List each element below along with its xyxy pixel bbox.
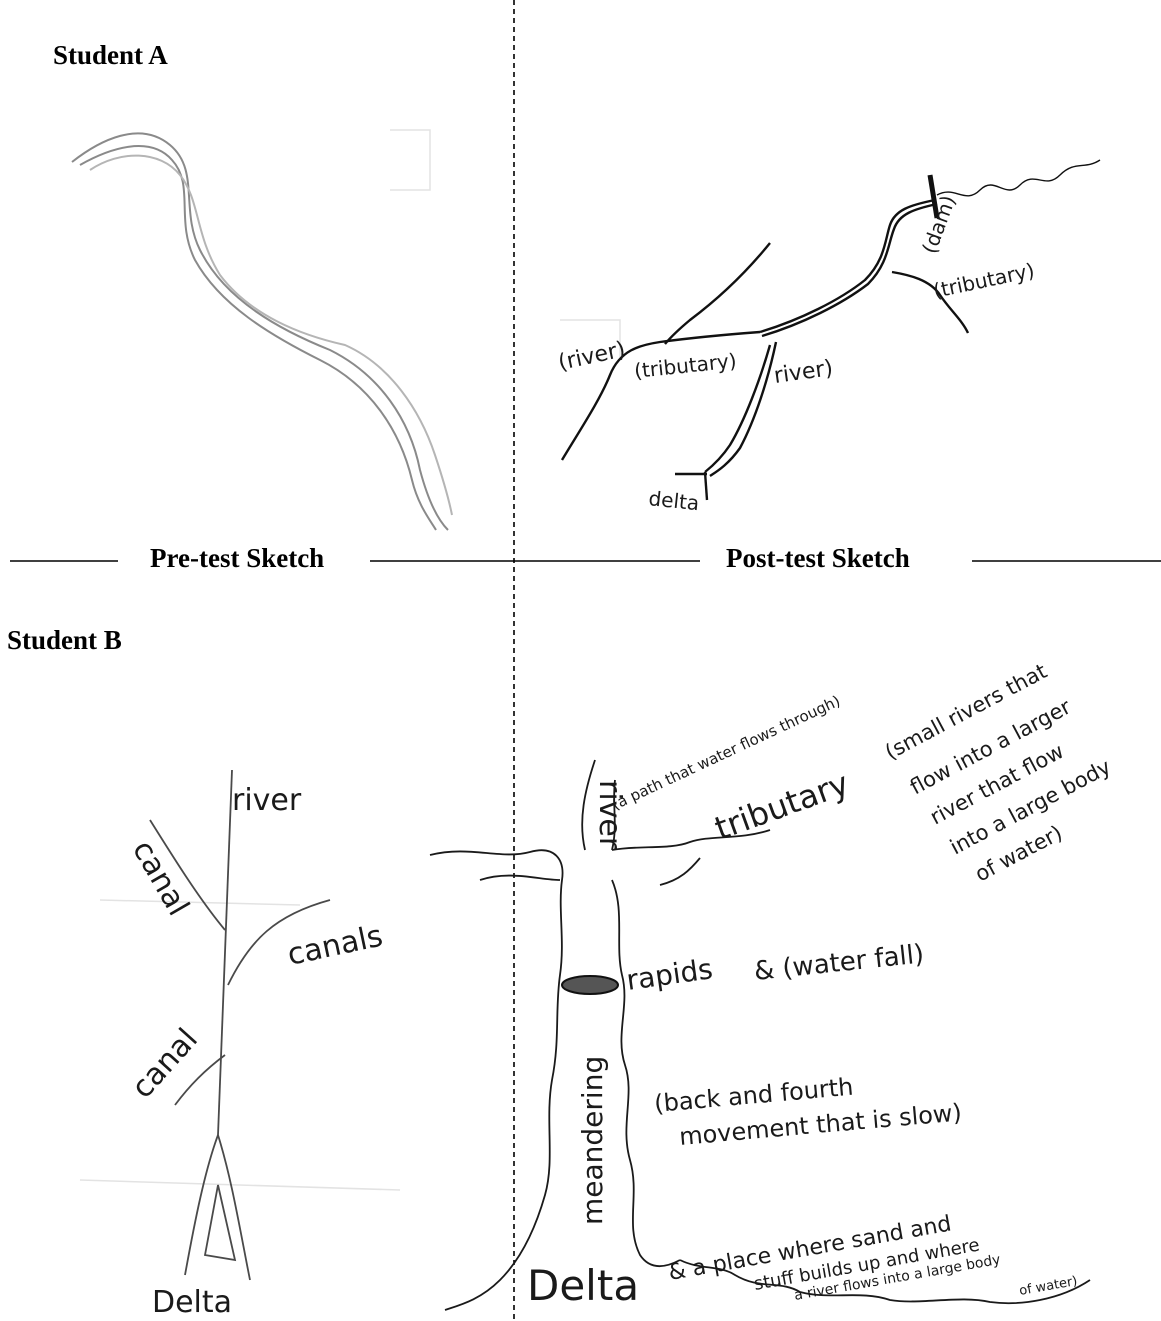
label-tributary-mid: (tributary)	[633, 348, 738, 383]
label-canal-top: canal	[125, 835, 196, 922]
student-b-post-river	[429, 759, 1091, 1311]
student-b-pre-tree	[149, 769, 331, 1281]
dam-bar	[927, 174, 940, 219]
label-meandering: meandering	[576, 1056, 609, 1225]
rapids-mark	[561, 975, 619, 995]
student-a-pre-river	[71, 132, 453, 531]
label-canal-bottom: canal	[125, 1022, 205, 1105]
pre-test-label: Pre-test Sketch	[150, 543, 325, 573]
post-test-label: Post-test Sketch	[726, 543, 910, 573]
label-waterfall: & (water fall)	[753, 939, 926, 987]
label-river-b-pre: river	[232, 783, 302, 818]
label-canals-right: canals	[284, 919, 385, 973]
label-tributary-right: (tributary)	[931, 258, 1037, 303]
label-delta-a: delta	[647, 486, 700, 515]
dam-outflow-line	[936, 159, 1101, 197]
label-delta-b-post: Delta	[527, 1261, 639, 1310]
scan-artifacts	[79, 129, 621, 1191]
label-delta-b-pre: Delta	[152, 1285, 232, 1320]
student-b-label: Student B	[7, 625, 122, 655]
label-tributary-b: tributary	[710, 764, 854, 847]
label-river-left: (river)	[556, 337, 628, 376]
student-a-label: Student A	[53, 40, 168, 70]
label-river-vertical: river	[592, 780, 627, 850]
label-river-mid: river)	[772, 356, 834, 389]
delta-note-4: of water)	[1018, 1274, 1078, 1299]
student-a-post-map	[560, 198, 970, 501]
label-rapids: rapids	[624, 952, 714, 997]
